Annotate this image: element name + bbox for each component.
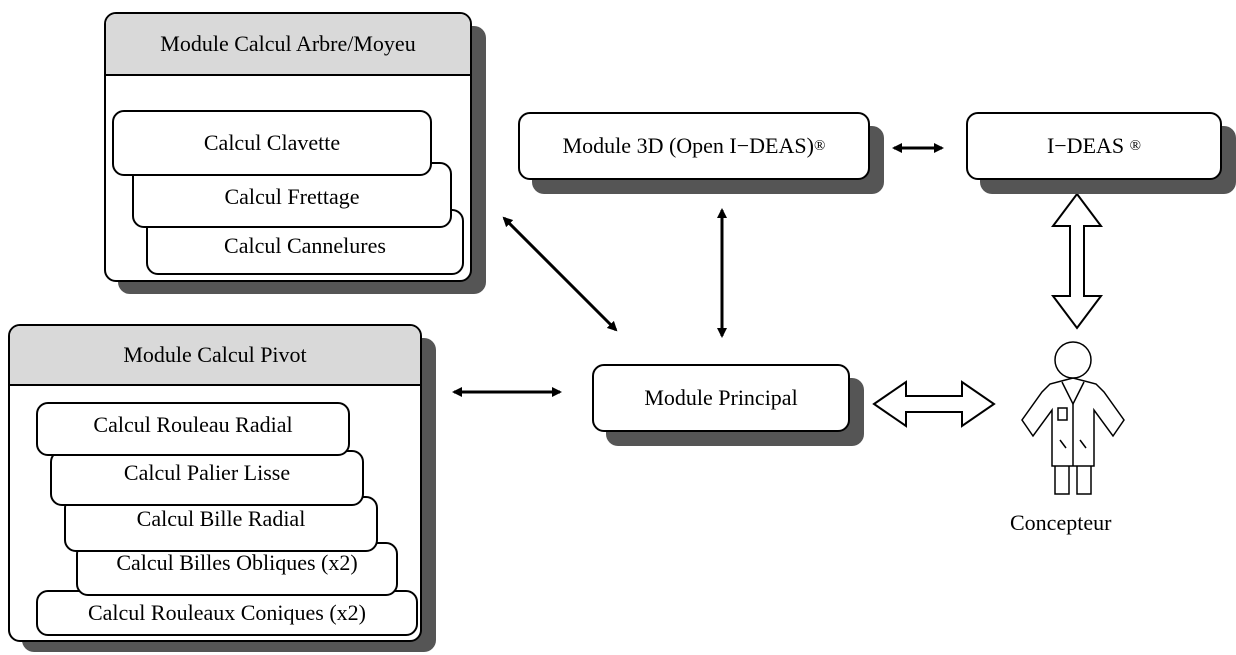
- ideas-box[interactable]: I−DEAS ®: [966, 112, 1222, 180]
- arbre-moyeu-title: Module Calcul Arbre/Moyeu: [106, 14, 470, 76]
- calcul-palier-lisse-item[interactable]: Calcul Palier Lisse: [50, 450, 364, 506]
- module-principal-label: Module Principal: [644, 385, 798, 410]
- calcul-rouleaux-coniques-item[interactable]: Calcul Rouleaux Coniques (x2): [36, 590, 418, 636]
- hollow-arrow-principal-concepteur: [872, 380, 996, 428]
- pivot-module: Module Calcul Pivot Calcul Rouleaux Coni…: [8, 324, 422, 642]
- module-3d-label: Module 3D (Open I−DEAS): [562, 133, 814, 158]
- calcul-clavette-item[interactable]: Calcul Clavette: [112, 110, 432, 176]
- hollow-arrow-ideas-concepteur: [1051, 192, 1103, 330]
- registered-mark: ®: [813, 137, 826, 154]
- arrow-arbre-principal: [502, 216, 618, 332]
- ideas-label: I−DEAS: [1046, 133, 1130, 158]
- module-principal-box[interactable]: Module Principal: [592, 364, 850, 432]
- concepteur-label: Concepteur: [1010, 510, 1112, 535]
- pivot-title: Module Calcul Pivot: [10, 326, 420, 386]
- registered-mark: ®: [1129, 137, 1142, 154]
- module-3d-box[interactable]: Module 3D (Open I−DEAS)®: [518, 112, 870, 180]
- calcul-rouleau-radial-item[interactable]: Calcul Rouleau Radial: [36, 402, 350, 456]
- arbre-moyeu-module: Module Calcul Arbre/Moyeu Calcul Cannelu…: [104, 12, 472, 282]
